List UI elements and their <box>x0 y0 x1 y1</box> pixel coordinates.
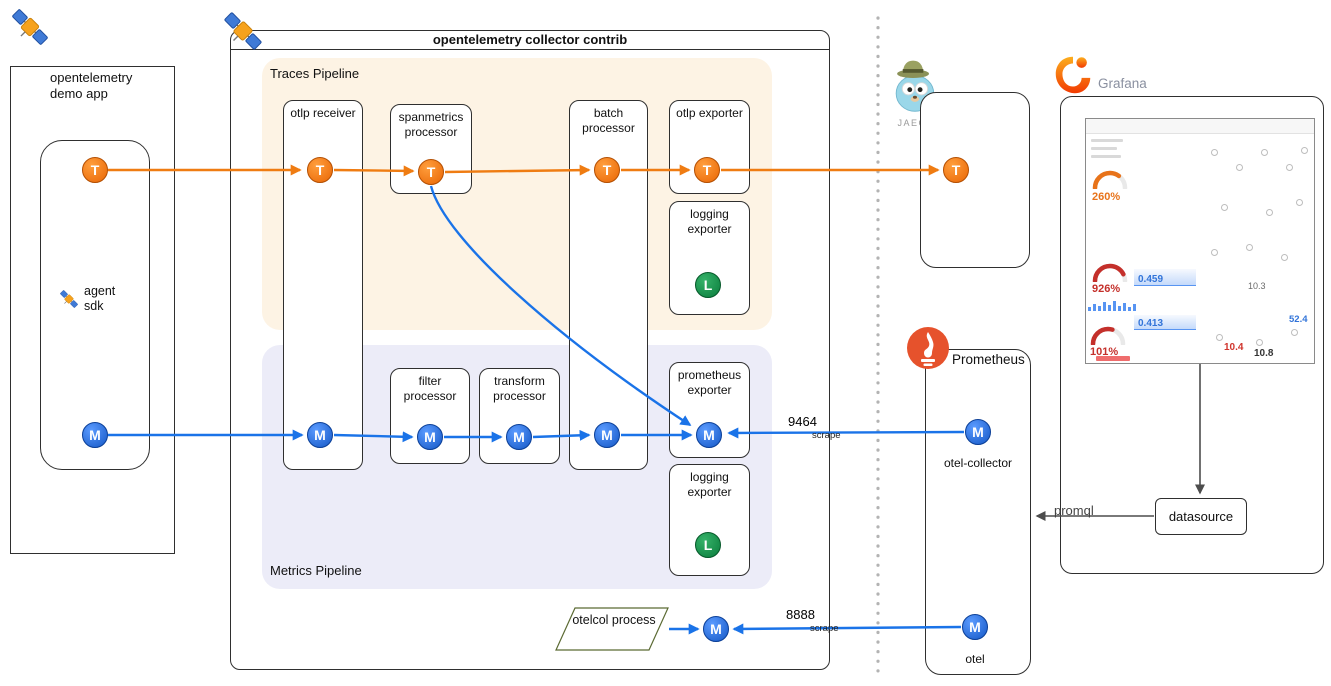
grafana-dashboard-preview: 260% 926% 101% 0.459 10.3 0.413 10.4 10.… <box>1085 118 1315 364</box>
log-badge: L <box>695 532 721 558</box>
metric-badge: M <box>506 424 532 450</box>
dashboard-value: 0.459 <box>1138 274 1164 285</box>
scatter-dot <box>1246 244 1253 251</box>
scatter-dot <box>1266 209 1273 216</box>
port-9464-label: 9464 <box>788 414 817 429</box>
metric-badge: M <box>307 422 333 448</box>
collector-title: opentelemetry collector contrib <box>231 31 829 50</box>
jaeger-label: JAEGER <box>888 118 952 129</box>
grafana-label: Grafana <box>1098 76 1147 91</box>
satellite-icon <box>58 289 79 310</box>
grafana-icon <box>1050 52 1096 98</box>
dashboard-value: 10.8 <box>1254 348 1274 359</box>
scatter-dot <box>1291 329 1298 336</box>
metric-badge: M <box>696 422 722 448</box>
scatter-dot <box>1301 147 1308 154</box>
node-otlp-receiver: otlp receiver <box>283 100 363 470</box>
trace-badge: T <box>594 157 620 183</box>
dashboard-value: 10.3 <box>1248 281 1266 291</box>
scatter-dot <box>1261 149 1268 156</box>
trace-badge: T <box>418 159 444 185</box>
satellite-icon <box>220 8 266 54</box>
otel-label: otel <box>965 652 985 666</box>
prometheus-icon <box>906 326 950 370</box>
metric-badge: M <box>82 422 108 448</box>
dashboard-value: 52.4 <box>1289 314 1308 325</box>
scrape-label: scrape <box>810 623 839 634</box>
metric-badge: M <box>965 419 991 445</box>
agent-sdk-label: agent sdk <box>84 284 116 313</box>
node-batch-processor: batch processor <box>569 100 648 470</box>
port-8888-label: 8888 <box>786 607 815 622</box>
gauge-arc-red <box>1092 263 1128 282</box>
satellite-icon <box>8 5 52 49</box>
agent-sdk-group: agent sdk <box>58 284 148 314</box>
mini-bar-chart <box>1088 299 1136 311</box>
trace-badge: T <box>694 157 720 183</box>
agent-sdk-box <box>40 140 150 470</box>
gauge-value: 101% <box>1090 346 1119 358</box>
metric-badge: M <box>417 424 443 450</box>
dashboard-text-line <box>1091 139 1123 142</box>
gauge-value: 260% <box>1092 191 1121 203</box>
scatter-dot <box>1281 254 1288 261</box>
otel-collector-label: otel-collector <box>943 456 1013 470</box>
trace-badge: T <box>307 157 333 183</box>
node-logging-exporter-metrics: logging exporter <box>669 464 750 576</box>
demo-app-title: opentelemetry demo app <box>50 70 133 101</box>
dashboard-text-line <box>1091 155 1121 158</box>
gauge-arc-red <box>1090 326 1126 345</box>
datasource-box: datasource <box>1155 498 1247 535</box>
metric-badge: M <box>962 614 988 640</box>
sparkline <box>1134 315 1196 330</box>
sparkline <box>1134 269 1196 286</box>
otelcol-process-label: otelcol process <box>572 613 656 627</box>
scatter-dot <box>1286 164 1293 171</box>
scatter-dot <box>1211 149 1218 156</box>
scatter-dot <box>1296 199 1303 206</box>
metrics-pipeline-label: Metrics Pipeline <box>270 563 362 578</box>
scatter-dot <box>1221 204 1228 211</box>
scrape-label: scrape <box>812 430 841 441</box>
scatter-dot <box>1216 334 1223 341</box>
promql-label: promql <box>1054 503 1094 518</box>
trace-badge: T <box>82 157 108 183</box>
prometheus-label: Prometheus <box>952 352 1025 367</box>
traces-pipeline-label: Traces Pipeline <box>270 66 360 81</box>
mini-red-bar <box>1096 356 1130 361</box>
metric-badge: M <box>594 422 620 448</box>
metric-badge: M <box>703 616 729 642</box>
log-badge: L <box>695 272 721 298</box>
dashboard-value: 0.413 <box>1138 318 1164 329</box>
dashboard-text-line <box>1091 147 1117 150</box>
gauge-arc-orange <box>1092 170 1128 189</box>
scatter-dot <box>1256 339 1263 346</box>
dashboard-value: 10.4 <box>1224 342 1244 353</box>
gauge-value: 926% <box>1092 283 1121 295</box>
scatter-dot <box>1236 164 1243 171</box>
trace-badge: T <box>943 157 969 183</box>
jaeger-box <box>920 92 1030 268</box>
dashboard-header <box>1086 119 1314 134</box>
scatter-dot <box>1211 249 1218 256</box>
